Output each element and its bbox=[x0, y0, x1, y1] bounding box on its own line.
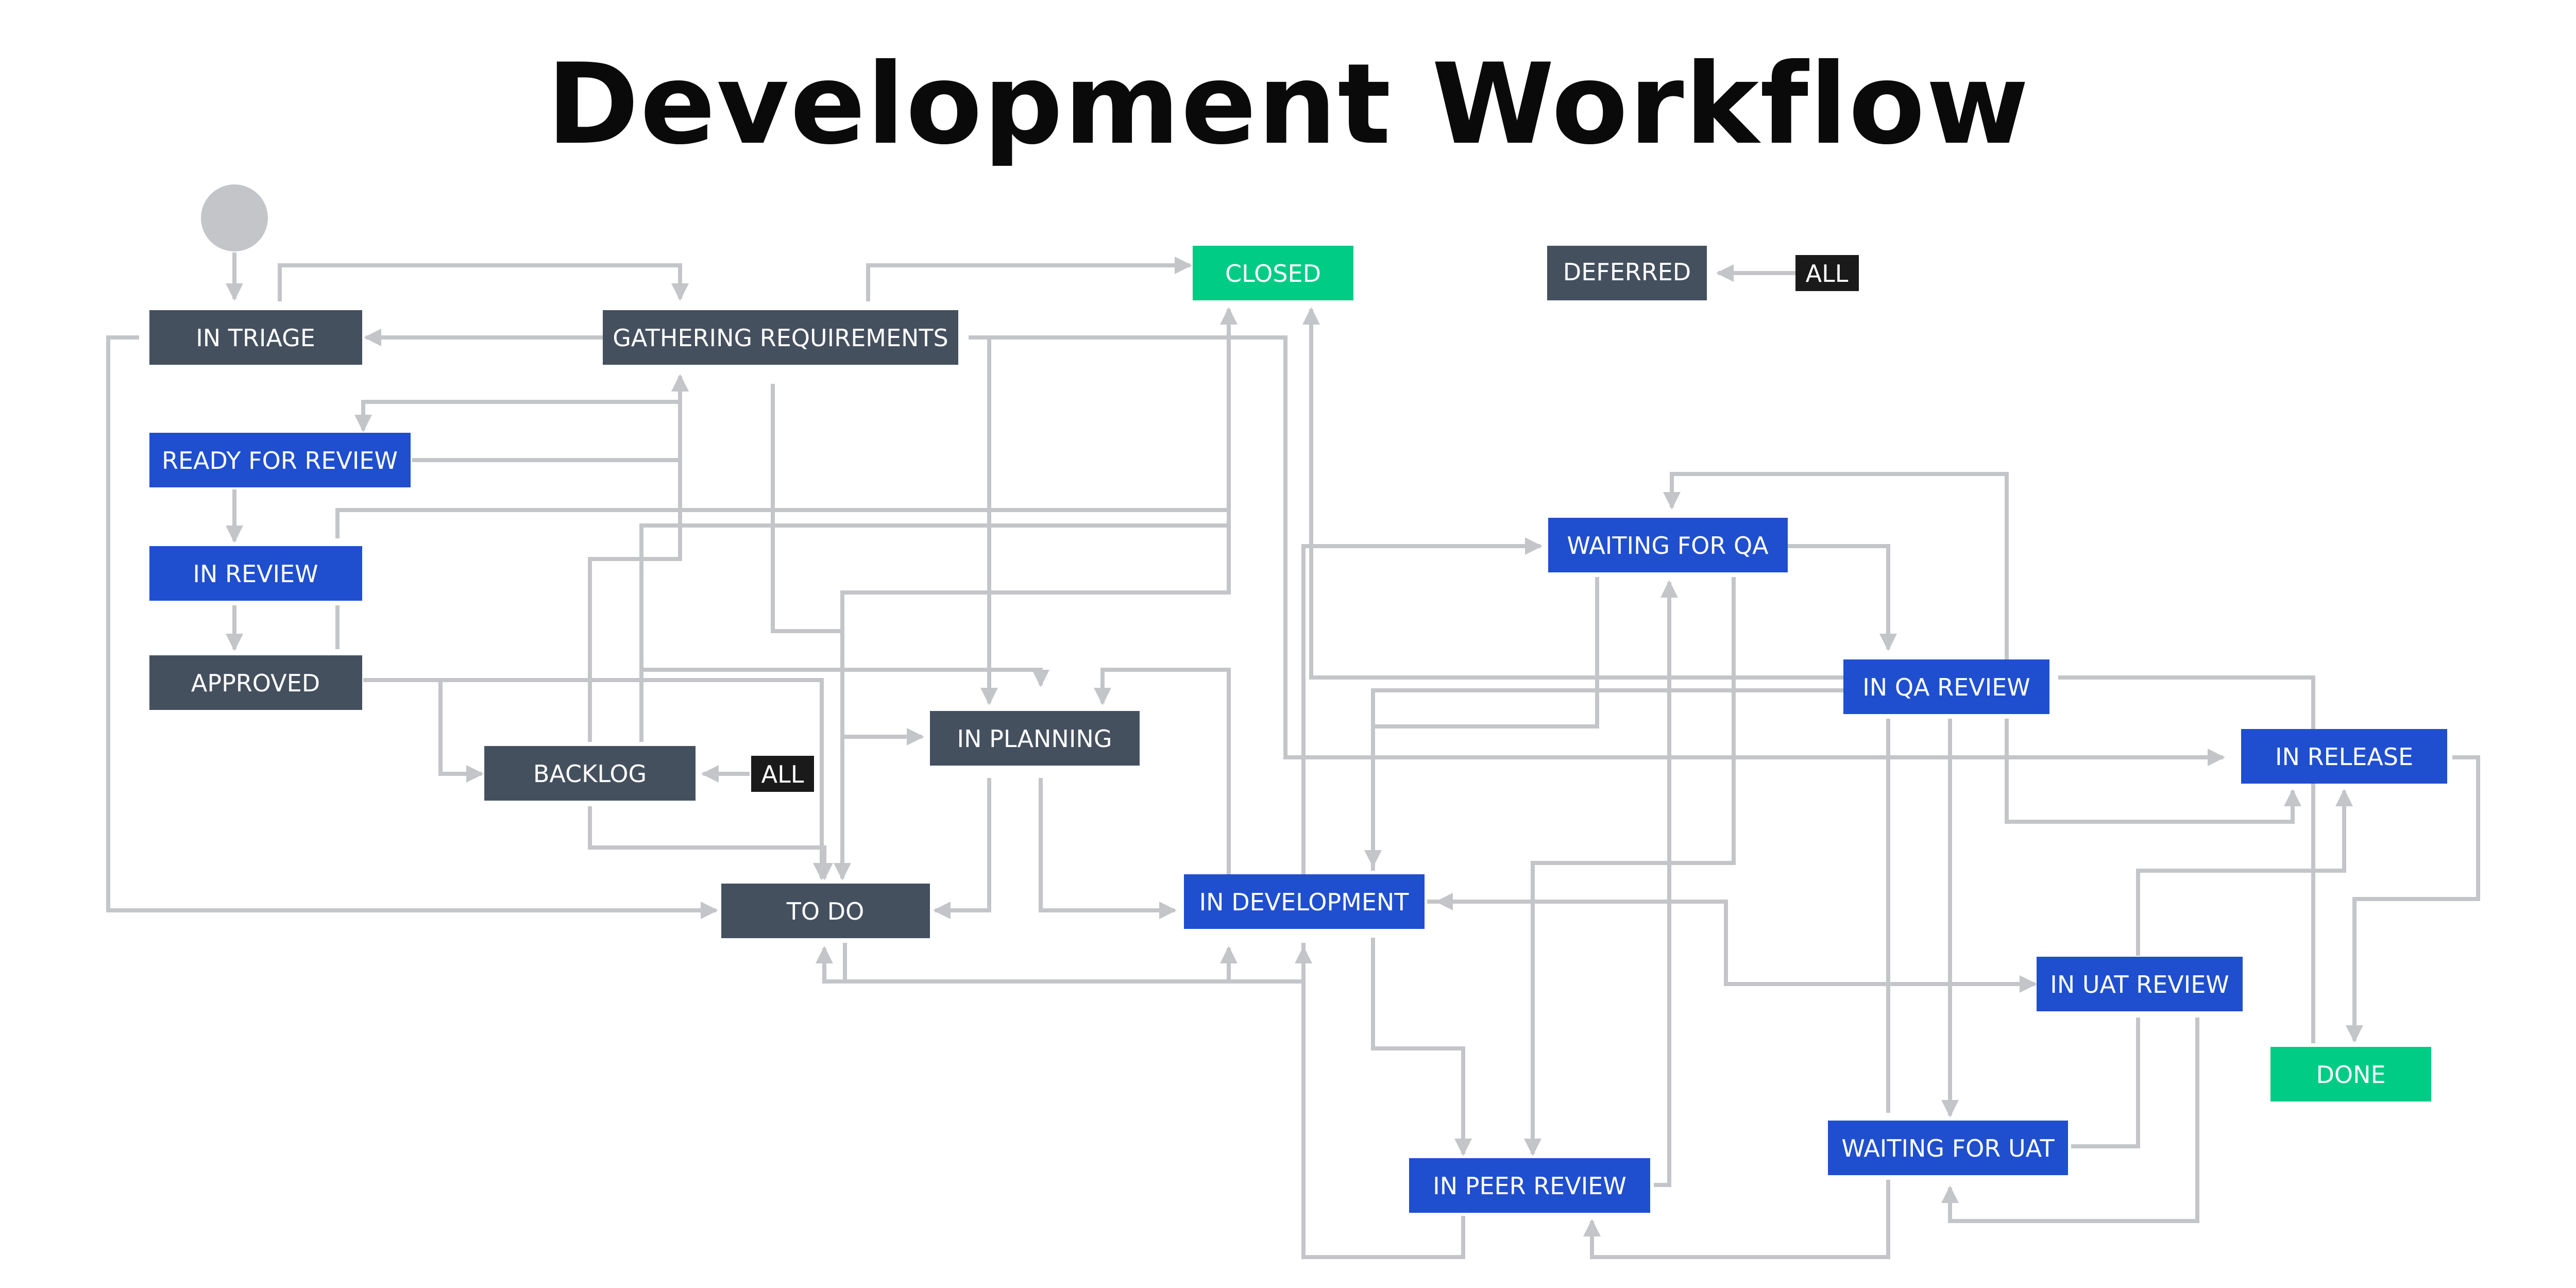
node-label: IN TRIAGE bbox=[196, 324, 315, 352]
node-in-release[interactable]: IN RELEASE bbox=[2241, 729, 2447, 784]
node-in-planning[interactable]: IN PLANNING bbox=[930, 711, 1140, 766]
transitions bbox=[106, 252, 2480, 1259]
node-label: IN PLANNING bbox=[957, 725, 1112, 753]
transition-waiting-qa-to-peer-review bbox=[1524, 577, 1736, 1156]
transition-gathering-to-ready-for-review bbox=[354, 400, 680, 432]
badge-label: ALL bbox=[761, 760, 804, 788]
node-label: WAITING FOR UAT bbox=[1841, 1134, 2055, 1162]
transition-peer-review-to-dev bbox=[1295, 946, 1465, 1259]
transition-qa-review-to-closed bbox=[1302, 307, 1844, 680]
node-label: IN DEVELOPMENT bbox=[1199, 888, 1410, 916]
transition-backlog-to-gathering bbox=[588, 374, 689, 742]
badge-backlog-all: ALL bbox=[751, 756, 814, 792]
node-label: DEFERRED bbox=[1563, 258, 1691, 286]
transition-waiting-uat-to-peer-review bbox=[1583, 1180, 1890, 1259]
transition-waiting-qa-to-dev bbox=[1364, 577, 1599, 868]
transition-closed-to-planning bbox=[840, 309, 1231, 745]
transition-qa-review-to-release bbox=[2058, 675, 2315, 726]
node-to-do[interactable]: TO DO bbox=[721, 884, 930, 938]
transition-peer-review-to-waiting-qa bbox=[1654, 580, 1678, 1187]
node-label: BACKLOG bbox=[533, 760, 647, 788]
transition-triage-to-gathering bbox=[278, 263, 689, 301]
node-approved[interactable]: APPROVED bbox=[149, 655, 362, 710]
transition-dev-to-planning bbox=[1094, 668, 1231, 876]
transition-uat-review-to-release bbox=[2136, 789, 2353, 956]
node-waiting-for-qa[interactable]: WAITING FOR QA bbox=[1548, 518, 1788, 572]
transition-backlog-to-planning bbox=[641, 668, 1049, 687]
transition-dev-to-uat-review bbox=[1427, 900, 2037, 993]
transition-approved-to-todo bbox=[363, 678, 831, 880]
node-label: APPROVED bbox=[191, 669, 320, 697]
transition-gathering-to-todo bbox=[771, 384, 851, 880]
transition-planning-to-todo bbox=[933, 778, 991, 919]
node-label: IN PEER REVIEW bbox=[1433, 1172, 1626, 1200]
node-backlog[interactable]: BACKLOG bbox=[484, 746, 696, 801]
node-waiting-for-uat[interactable]: WAITING FOR UAT bbox=[1828, 1121, 2068, 1175]
transition-triage-to-todo bbox=[106, 335, 718, 919]
node-in-triage[interactable]: IN TRIAGE bbox=[149, 310, 362, 365]
transition-waiting-uat-to-uat-review bbox=[2071, 1018, 2140, 1148]
node-label: DONE bbox=[2316, 1061, 2385, 1089]
transition-qa-review-to-release-2 bbox=[2005, 719, 2301, 824]
diagram-title: Development Workflow bbox=[546, 40, 2030, 169]
transition-qa-review-to-dev bbox=[1371, 688, 1844, 871]
node-label: IN QA REVIEW bbox=[1862, 673, 2030, 701]
node-in-development[interactable]: IN DEVELOPMENT bbox=[1184, 874, 1425, 929]
node-label: IN REVIEW bbox=[193, 560, 318, 588]
node-ready-for-review[interactable]: READY FOR REVIEW bbox=[149, 433, 411, 487]
transition-backlog-to-todo bbox=[588, 806, 833, 880]
node-label: IN RELEASE bbox=[2275, 743, 2413, 771]
node-label: TO DO bbox=[786, 897, 865, 925]
node-label: CLOSED bbox=[1225, 260, 1321, 287]
transition-backlog-to-closed-path bbox=[639, 523, 1229, 742]
transition-release-to-done bbox=[2346, 755, 2480, 1043]
transition-qa-review-to-waiting-qa bbox=[1663, 472, 2009, 659]
node-label: WAITING FOR QA bbox=[1567, 532, 1769, 560]
node-in-qa-review[interactable]: IN QA REVIEW bbox=[1843, 659, 2049, 714]
transition-gathering-to-release bbox=[969, 335, 2225, 766]
transition-gathering-to-closed bbox=[866, 257, 1192, 301]
transition-dev-to-peer-review bbox=[1371, 938, 1472, 1156]
node-deferred[interactable]: DEFERRED bbox=[1547, 246, 1707, 300]
transition-approved-to-backlog bbox=[363, 678, 484, 783]
transition-dev-to-waiting-qa bbox=[1301, 537, 1543, 876]
node-done[interactable]: DONE bbox=[2270, 1047, 2431, 1101]
start-node bbox=[201, 184, 268, 251]
node-closed[interactable]: CLOSED bbox=[1193, 246, 1353, 300]
transition-dev-to-todo bbox=[816, 943, 1306, 984]
transition-waiting-qa-to-qa-review bbox=[1788, 544, 1897, 651]
badge-label: ALL bbox=[1806, 260, 1849, 287]
node-in-review[interactable]: IN REVIEW bbox=[149, 546, 362, 601]
node-label: IN UAT REVIEW bbox=[2050, 971, 2229, 998]
transition-ready-for-review-to-gathering bbox=[412, 374, 689, 462]
node-label: READY FOR REVIEW bbox=[162, 447, 398, 474]
transition-todo-to-dev bbox=[843, 943, 1238, 984]
transition-uat-review-to-waiting-uat bbox=[1941, 1018, 2199, 1223]
node-in-uat-review[interactable]: IN UAT REVIEW bbox=[2037, 957, 2243, 1011]
transition-gathering-to-planning bbox=[969, 335, 998, 705]
badge-deferred-all: ALL bbox=[1795, 255, 1859, 291]
node-gathering-requirements[interactable]: GATHERING REQUIREMENTS bbox=[603, 310, 958, 365]
node-in-peer-review[interactable]: IN PEER REVIEW bbox=[1409, 1158, 1650, 1213]
transition-planning-to-dev bbox=[1039, 778, 1177, 919]
node-label: GATHERING REQUIREMENTS bbox=[613, 324, 948, 352]
